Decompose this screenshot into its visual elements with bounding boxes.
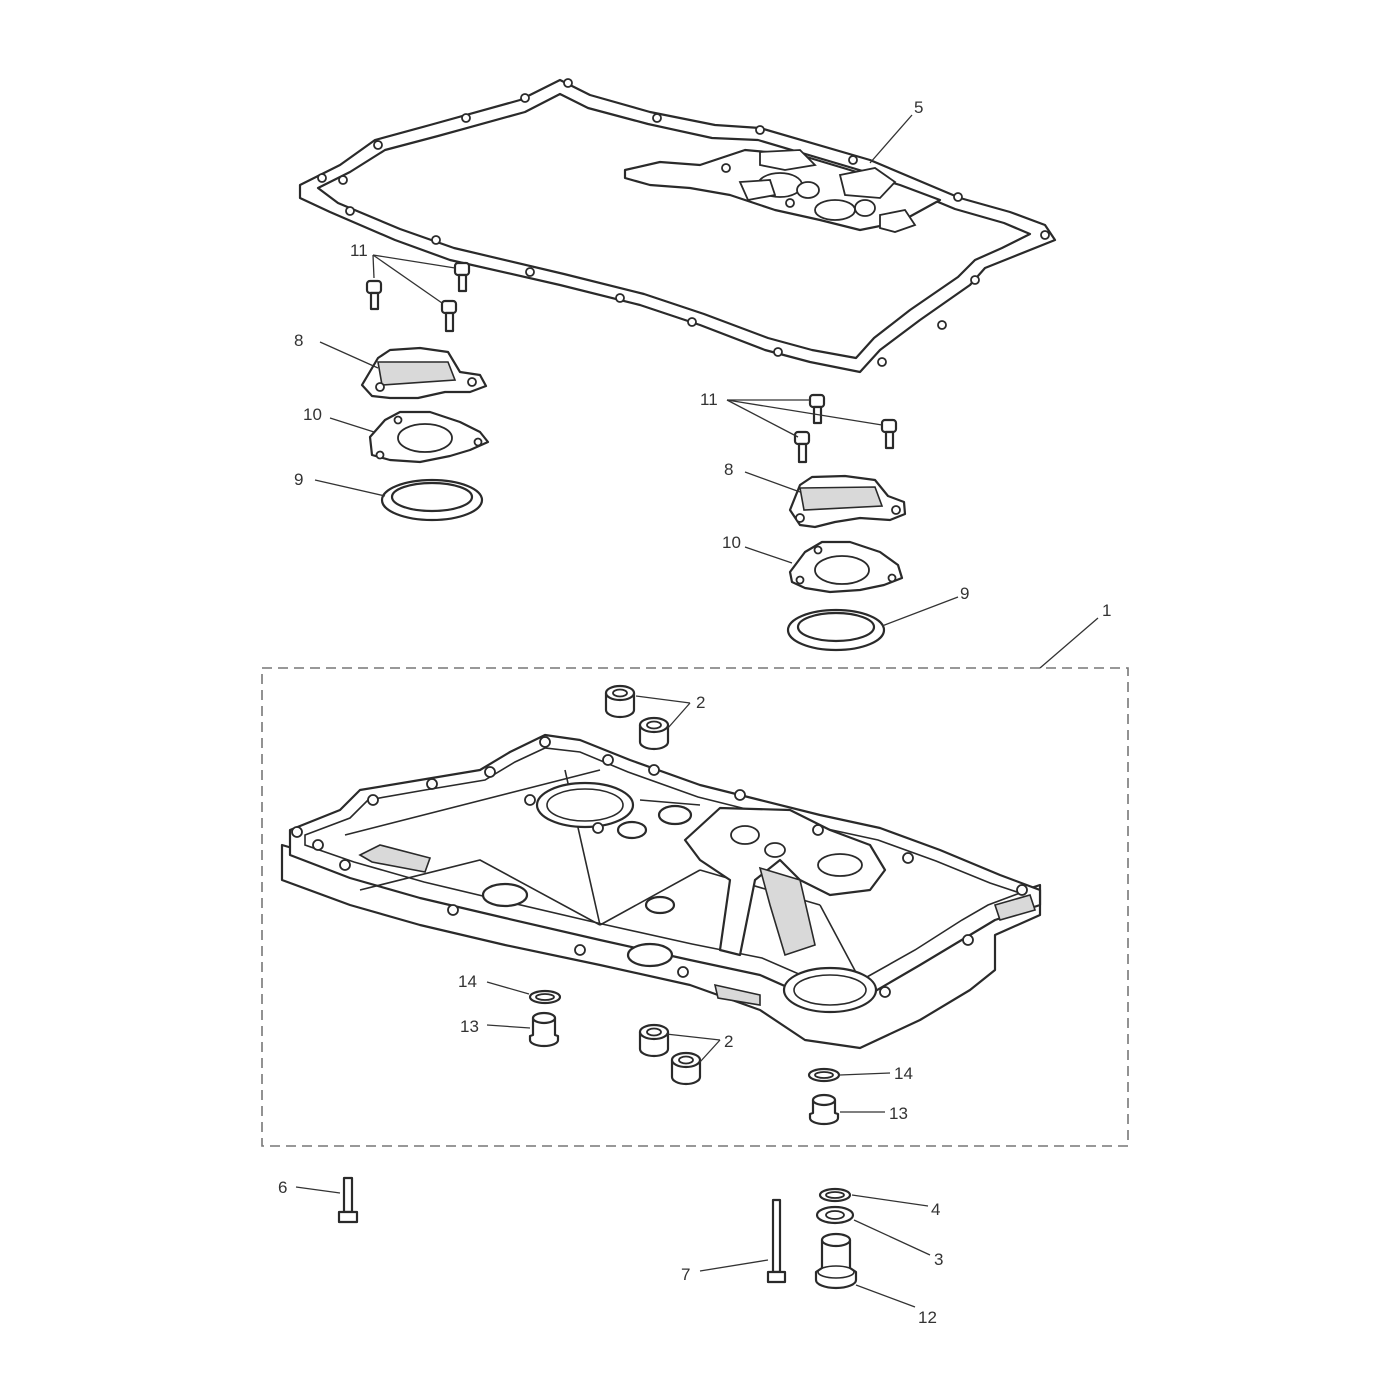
- o-ring-right: [807, 1067, 841, 1083]
- callout-7: 7: [681, 1265, 690, 1284]
- callout-6: 6: [278, 1178, 287, 1197]
- callout-9-left: 9: [294, 470, 303, 489]
- sealing-ring-4: [818, 1187, 852, 1203]
- bolt-long: [766, 1198, 787, 1284]
- callout-11-right: 11: [700, 390, 718, 409]
- bolt-left-2: [453, 261, 471, 293]
- callout-3: 3: [934, 1250, 943, 1269]
- callout-4: 4: [931, 1200, 940, 1219]
- bolt-short: [337, 1176, 359, 1224]
- dowel-top-1: [604, 684, 636, 719]
- callout-1: 1: [1102, 601, 1111, 620]
- bolt-right-3: [793, 430, 811, 464]
- bolt-right-2: [880, 418, 898, 450]
- dowel-bottom-1: [638, 1023, 670, 1058]
- o-ring-left: [528, 989, 562, 1005]
- bolt-right-1: [808, 393, 826, 425]
- callout-9-right: 9: [960, 584, 969, 603]
- gasket-plate-left: [368, 410, 490, 464]
- callout-14-right: 14: [894, 1064, 913, 1083]
- callout-2-top: 2: [696, 693, 705, 712]
- dowel-top-2: [638, 716, 670, 751]
- gasket-plate-right: [788, 540, 904, 594]
- cover-plate-left: [360, 346, 488, 400]
- callout-10-right: 10: [722, 533, 741, 552]
- callout-13-left: 13: [460, 1017, 479, 1036]
- callout-13-right: 13: [889, 1104, 908, 1123]
- sump-pan: [280, 733, 1042, 1050]
- callout-5: 5: [914, 98, 923, 117]
- washer-3: [815, 1205, 855, 1225]
- sump-gasket: [298, 78, 1057, 374]
- leader-lines: [295, 114, 1099, 1308]
- cover-plate-right: [788, 474, 907, 529]
- bolt-left-1: [365, 279, 383, 311]
- bolt-left-3: [440, 299, 458, 333]
- callout-8-right: 8: [724, 460, 733, 479]
- callout-10-left: 10: [303, 405, 322, 424]
- callout-11-left: 11: [350, 241, 368, 260]
- callout-8-left: 8: [294, 331, 303, 350]
- seal-ring-left: [380, 478, 484, 522]
- assembly-boundary: [261, 667, 1129, 1147]
- plug-left: [528, 1011, 560, 1048]
- callout-14-left: 14: [458, 972, 477, 991]
- seal-ring-right: [786, 608, 886, 652]
- callout-12: 12: [918, 1308, 937, 1327]
- plug-right: [808, 1093, 840, 1126]
- callout-2-bottom: 2: [724, 1032, 733, 1051]
- dowel-bottom-2: [670, 1051, 702, 1086]
- drain-plug-12: [814, 1232, 858, 1290]
